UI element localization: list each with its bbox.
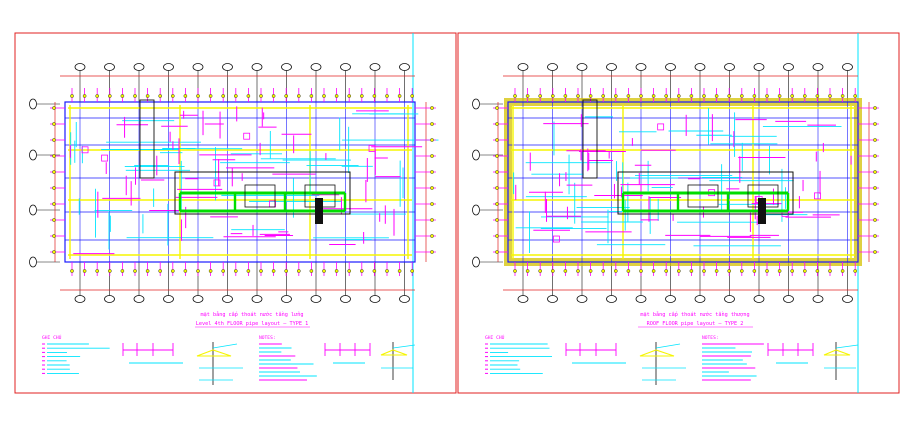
sheet-title-line2: Level 4th FLOOR pipe layout — TYPE 1 — [196, 321, 308, 327]
grid-bubble-row — [29, 256, 37, 268]
sheet-title-line1: mặt bằng cấp thoát nước tầng thượng — [640, 311, 749, 318]
shaft-block — [315, 198, 323, 224]
grid-bubbles-bottom — [74, 262, 410, 303]
notes-title: NOTES: — [702, 335, 719, 341]
magenta-pipe-lines — [69, 106, 423, 255]
notes-title: NOTES: — [259, 335, 276, 341]
pipe-fixture-symbols — [493, 88, 879, 276]
shaft-block — [758, 198, 766, 224]
cyan-pipe-lines — [70, 113, 439, 250]
magenta-pipe-lines — [515, 114, 852, 243]
legend-block: GHI CHÚ — [485, 334, 553, 374]
grid-bubbles-bottom — [517, 262, 853, 303]
grid-bubbles-top — [517, 63, 853, 102]
sheet-border-left — [14, 32, 457, 394]
stair-core — [582, 99, 598, 179]
stair-core — [139, 99, 155, 179]
notes-block: NOTES: — [702, 335, 859, 381]
legend-block: GHI CHÚ — [42, 334, 110, 374]
grid-bubble-row — [472, 98, 480, 110]
grid-bubble-row — [29, 149, 37, 161]
pipe-fixture-symbols — [50, 88, 436, 276]
floor-plan-sheet-right: mặt bằng cấp thoát nước tầng thượngROOF … — [472, 63, 879, 385]
grid-bubble-row — [472, 149, 480, 161]
legend-title: GHI CHÚ — [485, 334, 505, 341]
notes-block: NOTES: — [259, 335, 416, 381]
riser-diagrams — [565, 342, 686, 385]
grid-bubble-row — [472, 256, 480, 268]
legend-title: GHI CHÚ — [42, 334, 62, 341]
grid-bubble-row — [29, 204, 37, 216]
building-outline — [507, 101, 859, 263]
yellow-pipe-lines — [511, 105, 855, 259]
grid-bubble-row — [472, 204, 480, 216]
riser-diagrams — [122, 342, 243, 385]
central-corridor — [617, 171, 794, 215]
sheet-title-line1: mặt bằng cấp thoát nước tầng lửng — [200, 311, 303, 318]
sheet-border-right — [457, 32, 900, 394]
sheet-title-line2: ROOF FLOOR pipe layout — TYPE 2 — [647, 321, 744, 327]
grid-bubble-row — [29, 98, 37, 110]
